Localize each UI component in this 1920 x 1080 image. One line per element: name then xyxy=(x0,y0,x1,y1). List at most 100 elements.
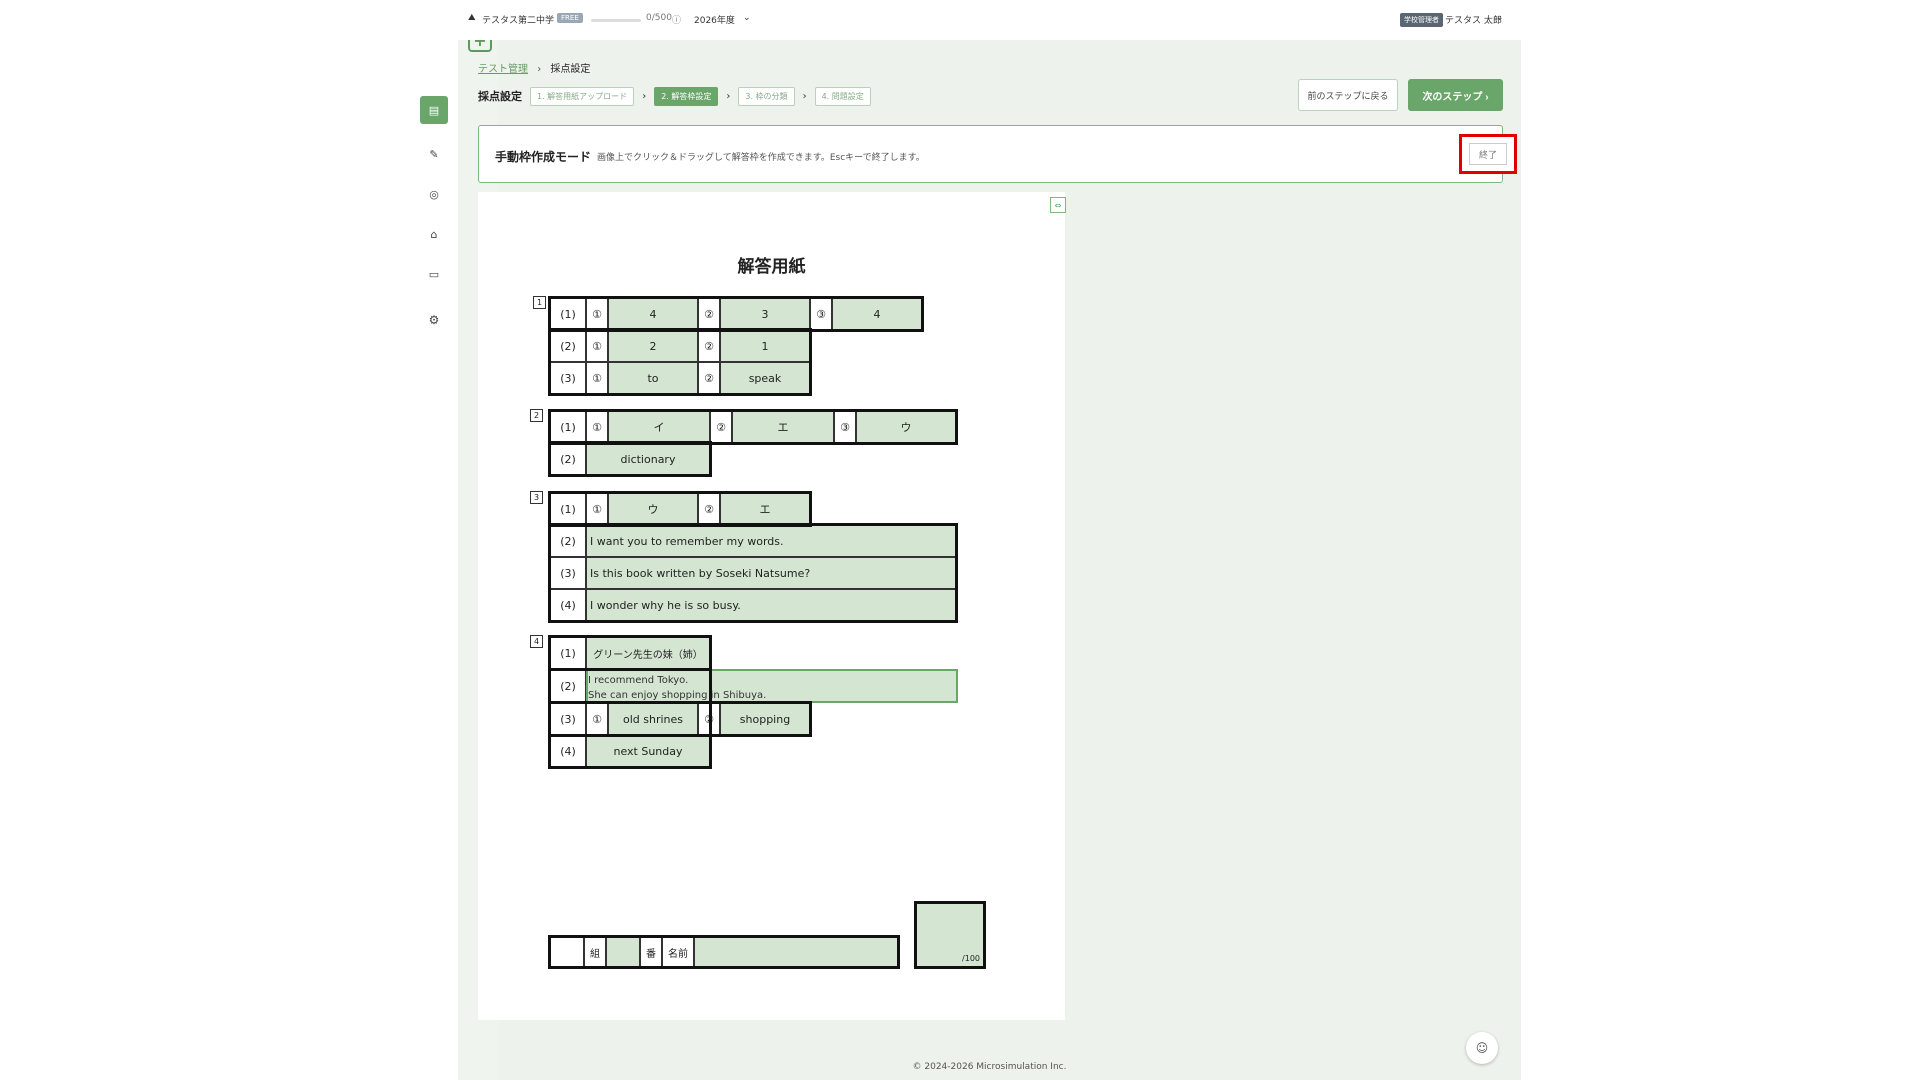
chevron-right-icon: › xyxy=(1485,91,1489,103)
answer-box[interactable]: 3 xyxy=(720,298,810,330)
answer-sheet-canvas[interactable]: ⇔ 解答用紙 1 (1) ① 4 ② 3 ③ 4 (2) ① 2 ② 1 (3)… xyxy=(478,192,1066,1020)
graduation-icon[interactable]: ⌂ xyxy=(430,227,438,241)
answer-box[interactable]: speak xyxy=(720,362,810,394)
row-label: (1) xyxy=(550,493,586,525)
answer-box[interactable]: 4 xyxy=(832,298,922,330)
row-label: (2) xyxy=(550,443,586,475)
answer-box[interactable]: dictionary xyxy=(586,443,710,475)
row-label: (2) xyxy=(550,330,586,362)
answer-box[interactable]: 2 xyxy=(608,330,698,362)
end-mode-button[interactable]: 終了 xyxy=(1459,134,1517,174)
sub-label: ② xyxy=(698,703,720,735)
gear-icon[interactable]: ⚙ xyxy=(428,313,440,327)
sub-label: ② xyxy=(698,298,720,330)
step-3[interactable]: 3. 枠の分類 xyxy=(738,86,795,106)
breadcrumb: テスト管理 › 採点設定 xyxy=(478,60,590,75)
answer-box[interactable]: エ xyxy=(720,493,810,525)
answer-box[interactable]: ウ xyxy=(608,493,698,525)
end-mode-label: 終了 xyxy=(1469,143,1507,165)
row-label: (3) xyxy=(550,703,586,735)
users-icon[interactable]: ◎ xyxy=(429,187,439,201)
sub-label: ① xyxy=(586,330,608,362)
number-box[interactable] xyxy=(606,937,640,967)
question-number: 2 xyxy=(530,409,543,422)
answer-box[interactable]: イ xyxy=(608,411,710,443)
class-blank xyxy=(550,937,584,967)
row-label: (3) xyxy=(550,362,586,394)
breadcrumb-link[interactable]: テスト管理 xyxy=(478,64,528,75)
answer-box[interactable]: next Sunday xyxy=(586,735,710,767)
row-label: (2) xyxy=(550,525,586,557)
quota-progress xyxy=(591,19,641,22)
answer-box[interactable]: Is this book written by Soseki Natsume? xyxy=(586,557,956,589)
number-label: 番 xyxy=(640,937,662,967)
top-bar: ⛰ テスタス第二中学 FREE 0/500 ⓘ 2026年度 ⌄ 学校管理者 テ… xyxy=(458,0,1521,40)
sub-label: ③ xyxy=(810,298,832,330)
chat-icon[interactable]: ☺ xyxy=(1466,1032,1498,1064)
next-step-label: 次のステップ xyxy=(1422,91,1483,103)
name-label: 名前 xyxy=(662,937,694,967)
name-box[interactable] xyxy=(694,937,898,967)
step-2[interactable]: 2. 解答枠設定 xyxy=(654,86,719,106)
sub-label: ① xyxy=(586,362,608,394)
answer-box[interactable]: ウ xyxy=(856,411,956,443)
class-label: 組 xyxy=(584,937,606,967)
answer-box[interactable]: shopping xyxy=(720,703,810,735)
row-label: (4) xyxy=(550,589,586,621)
chevron-right-icon: › xyxy=(726,90,731,102)
sub-label: ③ xyxy=(834,411,856,443)
next-step-button[interactable]: 次のステップ › xyxy=(1408,79,1503,111)
page-title: 採点設定 xyxy=(478,90,522,103)
app-root: + ⛰ テスタス第二中学 FREE 0/500 ⓘ 2026年度 ⌄ 学校管理者… xyxy=(458,0,1521,1080)
answer-box[interactable]: 1 xyxy=(720,330,810,362)
answer-box[interactable]: old shrines xyxy=(608,703,698,735)
user-menu[interactable]: テスタス 太郎 xyxy=(1445,16,1502,26)
answer-box[interactable]: I wonder why he is so busy. xyxy=(586,589,956,621)
sub-label: ② xyxy=(698,362,720,394)
sub-label: ① xyxy=(586,493,608,525)
chevron-right-icon: › xyxy=(802,90,807,102)
question-number: 3 xyxy=(530,491,543,504)
expand-icon[interactable]: ⇔ xyxy=(1050,197,1066,213)
chevron-down-icon[interactable]: ⌄ xyxy=(1496,13,1504,23)
sheet-title: 解答用紙 xyxy=(737,257,806,277)
breadcrumb-current: 採点設定 xyxy=(550,64,591,75)
sub-label: ② xyxy=(698,493,720,525)
school-logo-icon: ⛰ xyxy=(468,13,476,23)
answer-box[interactable]: エ xyxy=(732,411,834,443)
mode-description: 画像上でクリック＆ドラッグして解答枠を作成できます。Escキーで終了します。 xyxy=(597,153,925,163)
step-4[interactable]: 4. 問題設定 xyxy=(814,86,871,106)
step-indicator: 採点設定 1. 解答用紙アップロード › 2. 解答枠設定 › 3. 枠の分類 … xyxy=(478,86,871,106)
step-1[interactable]: 1. 解答用紙アップロード xyxy=(530,86,635,106)
chevron-down-icon[interactable]: ⌄ xyxy=(743,13,751,23)
answer-box[interactable]: 4 xyxy=(608,298,698,330)
row-label: (1) xyxy=(550,298,586,330)
row-label: (4) xyxy=(550,735,586,767)
school-name[interactable]: テスタス第二中学 xyxy=(482,16,555,26)
answer-box[interactable]: I want you to remember my words. xyxy=(586,525,956,557)
answer-line: She can enjoy shopping in Shibuya. xyxy=(588,689,767,701)
document-icon[interactable]: ▤ xyxy=(420,96,448,124)
book-icon[interactable]: ▭ xyxy=(428,267,440,281)
answer-box[interactable]: グリーン先生の妹（姉） xyxy=(586,637,710,669)
row-label: (2) xyxy=(550,669,586,703)
question-number: 4 xyxy=(530,635,543,648)
sub-label: ② xyxy=(710,411,732,443)
plan-badge: FREE xyxy=(557,13,583,23)
question-number: 1 xyxy=(533,296,546,309)
year-select[interactable]: 2026年度 xyxy=(694,16,735,26)
row-label: (1) xyxy=(550,411,586,443)
pen-icon[interactable]: ✎ xyxy=(429,147,439,161)
sub-label: ① xyxy=(586,298,608,330)
footer-copyright: © 2024-2026 Microsimulation Inc. xyxy=(912,1062,1067,1072)
chevron-right-icon: › xyxy=(537,64,542,75)
score-box[interactable]: /100 xyxy=(916,903,984,967)
prev-step-button[interactable]: 前のステップに戻る xyxy=(1298,79,1398,111)
manual-mode-panel: 手動枠作成モード 画像上でクリック＆ドラッグして解答枠を作成できます。Escキー… xyxy=(478,125,1517,183)
answer-box[interactable]: I recommend Tokyo. She can enjoy shoppin… xyxy=(586,669,958,703)
chevron-right-icon: › xyxy=(642,90,647,102)
help-icon[interactable]: ⓘ xyxy=(672,16,682,26)
sub-label: ② xyxy=(698,330,720,362)
row-label: (1) xyxy=(550,637,586,669)
answer-box[interactable]: to xyxy=(608,362,698,394)
